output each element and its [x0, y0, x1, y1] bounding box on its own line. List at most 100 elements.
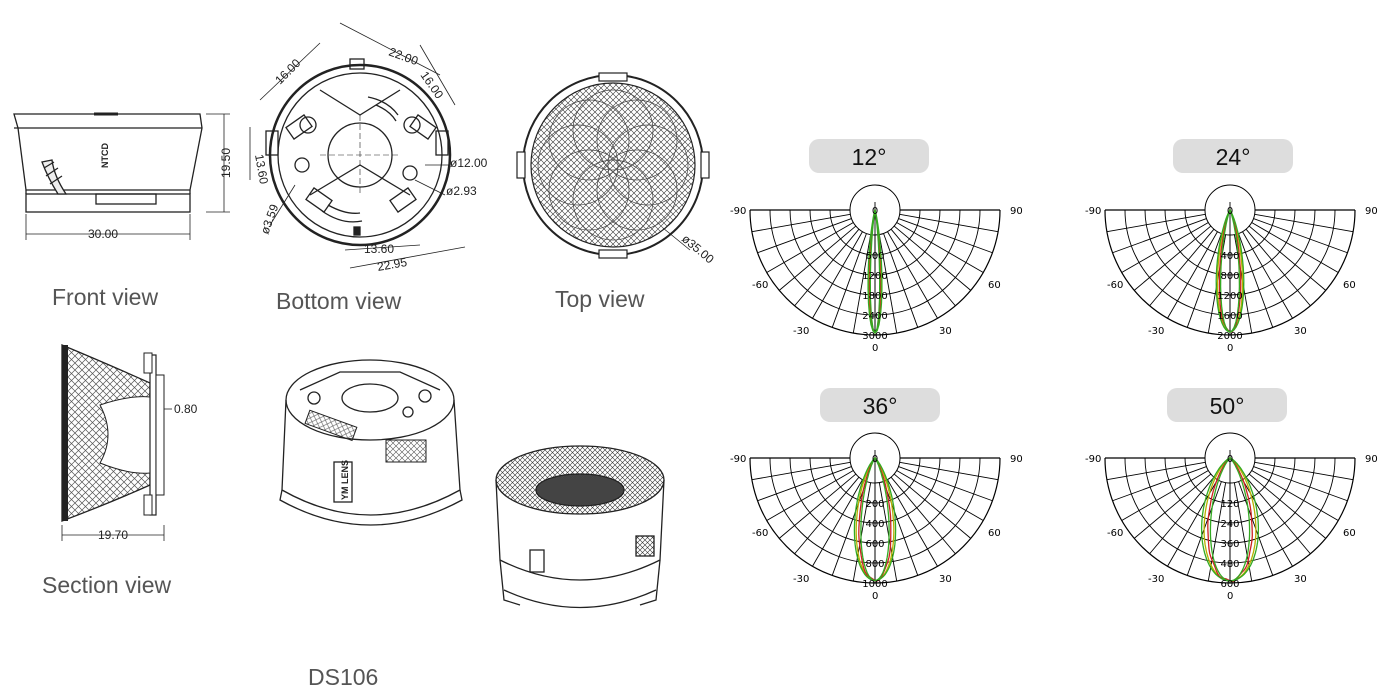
polar-spoke — [878, 482, 898, 582]
polar-angle-label: -30 — [1148, 574, 1164, 585]
polar-radial-label: 120 — [1220, 499, 1239, 510]
bottom-hole-small: ø2.93 — [446, 184, 477, 198]
polar-spoke — [1251, 470, 1339, 521]
polar-radial-label: 480 — [1220, 559, 1239, 570]
top-view-label: Top view — [555, 286, 645, 312]
polar-spoke — [812, 479, 863, 567]
beam-angle-36: 36° — [820, 388, 940, 422]
polar-angle-label: -90 — [1085, 206, 1101, 217]
polar-spoke — [757, 218, 852, 254]
section-view-label: Section view — [42, 572, 172, 598]
bottom-dim-16a: 16.00 — [272, 56, 303, 87]
section-thickness: 0.80 — [174, 402, 198, 416]
polar-angle-label: 30 — [1294, 574, 1307, 585]
top-view-drawing: ø35.00 — [516, 72, 717, 267]
polar-spoke — [1106, 461, 1206, 481]
polar-spoke — [1121, 470, 1209, 521]
polar-angle-label: 90 — [1365, 454, 1378, 465]
polar-angle-label: 0 — [872, 591, 878, 602]
polar-spoke — [883, 233, 919, 328]
polar-spoke — [1245, 476, 1311, 555]
polar-radial-label: 2400 — [862, 311, 887, 322]
polar-spoke — [890, 228, 956, 307]
intensity-curve — [869, 209, 881, 335]
polar-spoke — [896, 470, 984, 521]
polar-angle-label: -90 — [730, 454, 746, 465]
polar-spoke — [893, 225, 972, 291]
polar-spoke — [852, 234, 872, 334]
polar-spoke — [766, 222, 854, 273]
polar-spoke — [1149, 228, 1215, 307]
isometric-bottom-drawing: YM LENS — [279, 359, 463, 526]
polar-spoke — [1248, 225, 1327, 291]
polar-spoke — [831, 481, 867, 576]
polar-spoke — [878, 234, 898, 334]
polar-angle-label: 30 — [1294, 326, 1307, 337]
polar-radial-label: 400 — [865, 519, 884, 530]
polar-spoke — [896, 222, 984, 273]
polar-spoke — [1253, 466, 1348, 502]
polar-spoke — [751, 461, 851, 481]
polar-spoke — [890, 476, 956, 555]
polar-angle-label: -30 — [1148, 326, 1164, 337]
polar-angle-label: 0 — [1227, 343, 1233, 354]
polar-spoke — [1133, 225, 1212, 291]
polar-spoke — [812, 231, 863, 319]
section-view-drawing: 0.80 19.70 — [61, 344, 198, 542]
polar-spoke — [1121, 222, 1209, 273]
polar-spoke — [1254, 461, 1354, 481]
front-height-dim: 19.50 — [219, 148, 233, 178]
section-width: 19.70 — [98, 528, 128, 542]
polar-spoke — [1253, 218, 1348, 254]
polar-spoke — [1254, 213, 1354, 233]
polar-angle-label: 90 — [1010, 206, 1023, 217]
intensity-curve — [1209, 457, 1251, 582]
polar-radial-label: 240 — [1220, 519, 1239, 530]
polar-angle-label: 60 — [988, 280, 1001, 291]
polar-radial-label: 2000 — [1217, 331, 1242, 342]
polar-spoke — [898, 466, 993, 502]
polar-angle-label: 0 — [872, 343, 878, 354]
polar-radial-label: 360 — [1220, 539, 1239, 550]
beam-angle-24: 24° — [1173, 139, 1293, 173]
polar-spoke — [794, 228, 860, 307]
polar-radial-label: 0 — [872, 206, 878, 217]
polar-spoke — [893, 473, 972, 539]
polar-spoke — [794, 476, 860, 555]
polar-spoke — [852, 482, 872, 582]
polar-spoke — [766, 470, 854, 521]
polar-angle-label: -90 — [730, 206, 746, 217]
isometric-top-drawing — [495, 445, 665, 609]
polar-angle-label: -30 — [793, 574, 809, 585]
polar-spoke — [831, 233, 867, 328]
bottom-view-drawing: 16.00 22.00 16.00 13.60 ø12.00 ø2.93 ø3.… — [249, 22, 488, 274]
polar-spoke — [899, 213, 999, 233]
polar-spoke — [751, 213, 851, 233]
polar-radial-label: 800 — [865, 559, 884, 570]
polar-radial-label: 1800 — [862, 291, 887, 302]
polar-angle-label: 60 — [1343, 528, 1356, 539]
polar-spoke — [1238, 233, 1274, 328]
polar-angle-label: 90 — [1010, 454, 1023, 465]
polar-spoke — [757, 466, 852, 502]
front-view-drawing: NTCD 30.00 19.50 — [13, 112, 233, 241]
polar-spoke — [1245, 228, 1311, 307]
polar-spoke — [1106, 213, 1206, 233]
polar-spoke — [899, 461, 999, 481]
polar-spoke — [1186, 233, 1222, 328]
polar-radial-label: 1600 — [1217, 311, 1242, 322]
top-diameter: ø35.00 — [679, 232, 717, 267]
polar-radial-label: 800 — [1220, 271, 1239, 282]
polar-radial-label: 400 — [1220, 251, 1239, 262]
polar-spoke — [1248, 473, 1327, 539]
polar-angle-label: 90 — [1365, 206, 1378, 217]
bottom-hole-side: ø3.59 — [258, 202, 282, 236]
front-view-label: Front view — [52, 284, 159, 310]
polar-radial-label: 1000 — [862, 579, 887, 590]
polar-spoke — [1112, 466, 1207, 502]
bottom-w2: 22.95 — [376, 255, 408, 274]
polar-angle-label: -60 — [752, 280, 768, 291]
beam-angle-50: 50° — [1167, 388, 1287, 422]
